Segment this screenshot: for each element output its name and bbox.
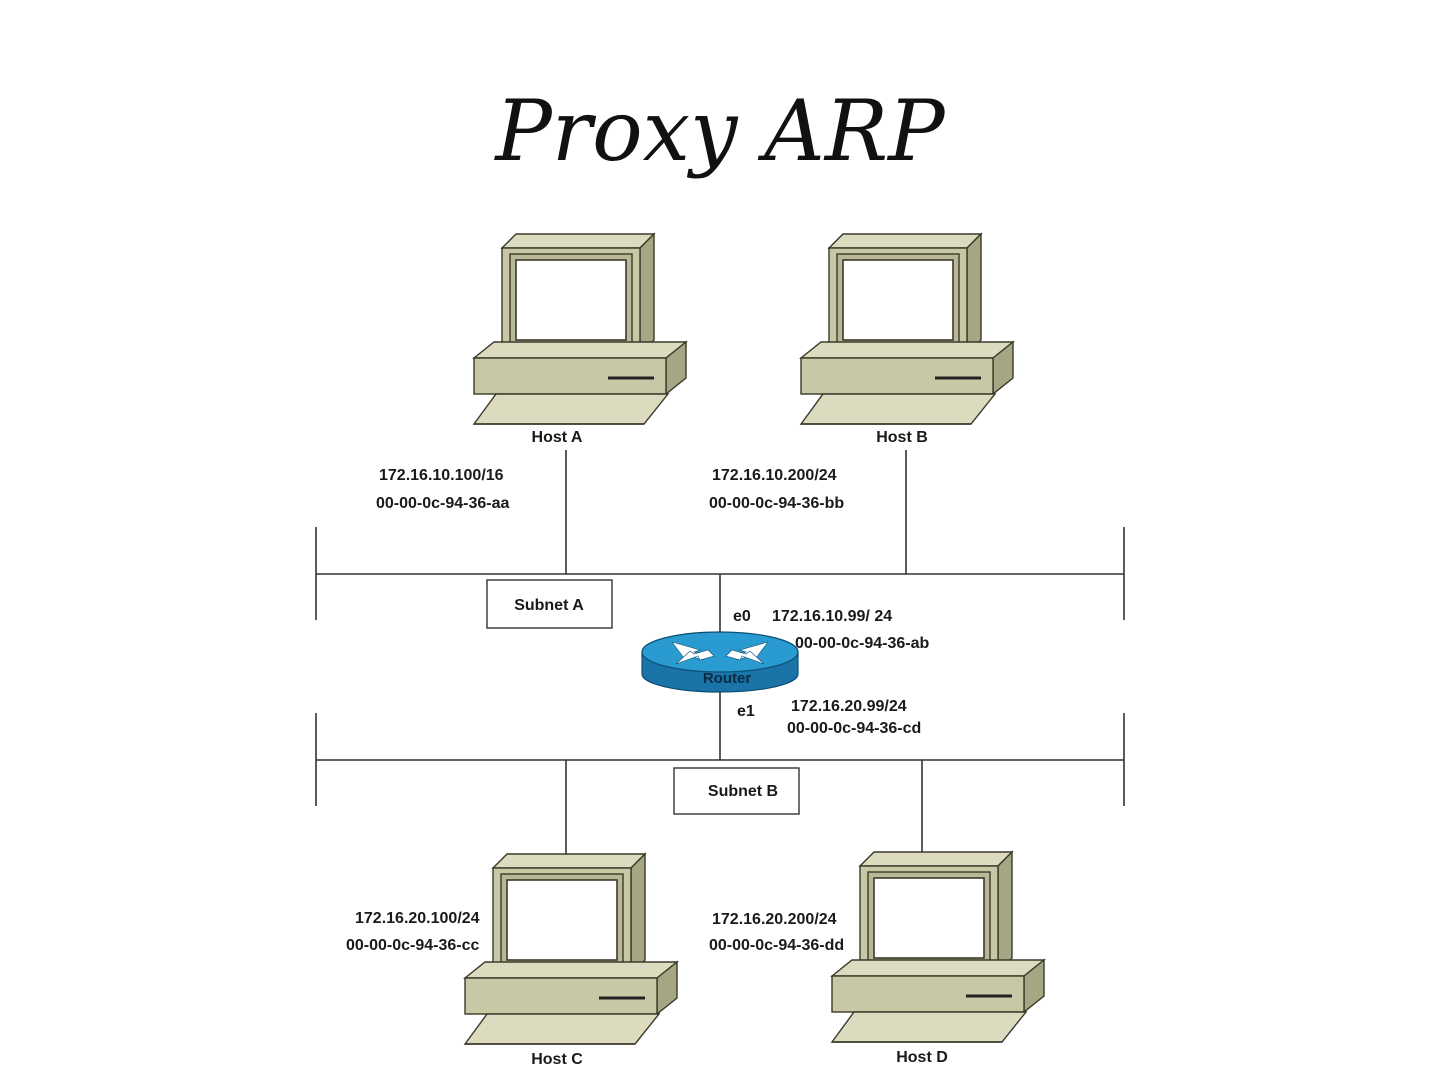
router-e1-ip: 172.16.20.99/24	[791, 698, 907, 715]
slide-title: Proxy ARP	[493, 82, 946, 180]
router-label: Router	[703, 670, 751, 687]
host-c-ip: 172.16.20.100/24	[355, 910, 480, 927]
subnet-b-label-box: Subnet B	[673, 767, 800, 815]
host-b-mac: 00-00-0c-94-36-bb	[709, 495, 844, 512]
host-a-computer-icon	[472, 232, 688, 426]
subnet-a-label-box: Subnet A	[486, 579, 613, 629]
host-b-label: Host B	[876, 429, 928, 446]
host-a-label: Host A	[532, 429, 583, 446]
router-e0-ip: 172.16.10.99/ 24	[772, 608, 892, 625]
host-d-ip: 172.16.20.200/24	[712, 911, 837, 928]
host-c-mac: 00-00-0c-94-36-cc	[346, 937, 480, 954]
host-c: Host C 172.16.20.100/24 00-00-0c-94-36-c…	[346, 852, 679, 1068]
host-c-label: Host C	[531, 1051, 583, 1068]
host-d-mac: 00-00-0c-94-36-dd	[709, 937, 844, 954]
host-d-label: Host D	[896, 1049, 948, 1066]
host-a-mac: 00-00-0c-94-36-aa	[376, 495, 510, 512]
subnet-a-label: Subnet A	[514, 597, 584, 614]
host-b-computer-icon	[799, 232, 1015, 426]
host-b: Host B 172.16.10.200/24 00-00-0c-94-36-b…	[709, 232, 1015, 512]
router-e0-mac: 00-00-0c-94-36-ab	[795, 635, 930, 652]
subnet-b-label: Subnet B	[708, 783, 778, 800]
host-b-ip: 172.16.10.200/24	[712, 467, 837, 484]
host-a: Host A 172.16.10.100/16 00-00-0c-94-36-a…	[376, 232, 688, 512]
router-arrows-icon	[671, 641, 769, 665]
host-a-ip: 172.16.10.100/16	[379, 467, 504, 484]
host-d: Host D 172.16.20.200/24 00-00-0c-94-36-d…	[709, 850, 1046, 1066]
router-e0-iface: e0	[733, 608, 751, 625]
host-d-computer-icon	[830, 850, 1046, 1044]
router: Router	[641, 631, 799, 693]
router-e1-mac: 00-00-0c-94-36-cd	[787, 720, 921, 737]
router-e1-iface: e1	[737, 703, 755, 720]
host-c-computer-icon	[463, 852, 679, 1046]
